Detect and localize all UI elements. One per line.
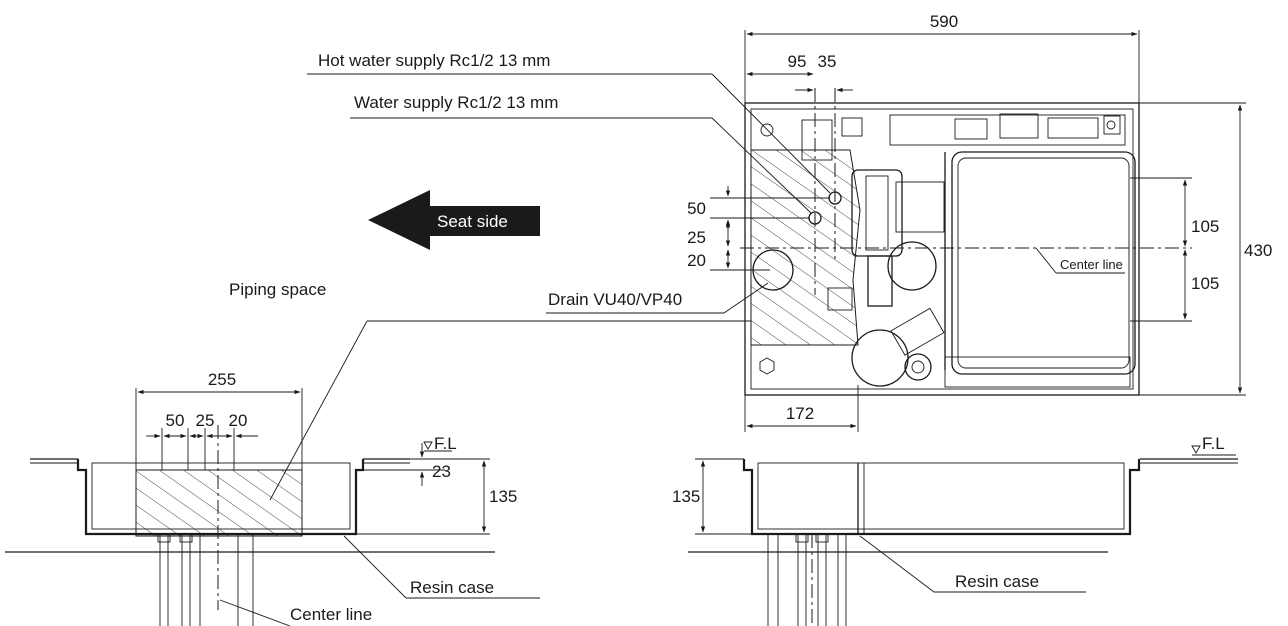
dim-spacing-l1-label: 50 — [166, 411, 185, 430]
top-component-d — [1103, 115, 1121, 135]
resin-case-label-right: Resin case — [955, 572, 1039, 591]
dim-step-label: 23 — [432, 462, 451, 481]
unit-outline — [744, 102, 1140, 396]
bolt-icon — [760, 123, 774, 137]
tank-outline — [951, 151, 1136, 375]
floor-level-label-left: F.L — [434, 434, 457, 453]
top-component-b — [999, 113, 1039, 139]
valve-stem — [867, 255, 893, 307]
dim-drain-offset-label: 172 — [786, 404, 814, 423]
tank-inner — [957, 157, 1130, 369]
dim-offset-b-label: 35 — [818, 52, 837, 71]
dim-spacing-1-label: 50 — [687, 199, 706, 218]
supply-fitting — [801, 119, 833, 161]
dim-half-bottom-label: 105 — [1191, 274, 1219, 293]
piping-space-section — [135, 469, 303, 537]
pump-center-icon — [911, 360, 925, 374]
water-label: Water supply Rc1/2 13 mm — [354, 93, 558, 112]
dim-spacing-2-label: 25 — [687, 228, 706, 247]
dim-depth-label: 430 — [1244, 241, 1272, 260]
dim-offset-a-label: 95 — [788, 52, 807, 71]
pump-icon — [904, 353, 932, 381]
resin-case-outline-right — [742, 459, 1141, 536]
float-icon — [887, 241, 937, 291]
valve-box — [895, 181, 945, 233]
seat-side-label: Seat side — [437, 212, 508, 231]
motor-icon — [851, 329, 909, 387]
drain-fitting — [827, 287, 853, 311]
resin-case-label-left: Resin case — [410, 578, 494, 597]
center-line-label-top: Center line — [1060, 257, 1123, 272]
dim-depth-right-label: 135 — [672, 487, 700, 506]
valve-core — [865, 175, 889, 251]
bolt-hex-icon — [759, 357, 775, 375]
top-component-c — [1047, 117, 1099, 139]
side-view-right: 135 F.L Resin case — [672, 434, 1238, 626]
pipe-fitting — [815, 533, 829, 543]
dim-width-left-label: 255 — [208, 370, 236, 389]
top-component-a — [954, 118, 988, 140]
pipe-fitting — [795, 533, 809, 543]
hot-water-leader-diag — [711, 73, 831, 194]
pipe-fitting — [157, 533, 171, 543]
resin-case-inner-right — [757, 462, 1125, 530]
top-mechanism — [889, 114, 1126, 146]
top-view: 590 95 35 430 105 105 50 25 20 172 — [307, 12, 1272, 432]
resin-case-leader-left — [343, 535, 407, 599]
drain-leader-diag — [723, 282, 769, 314]
floor-level-triangle-icon — [1191, 445, 1201, 454]
drain-label: Drain VU40/VP40 — [548, 290, 682, 309]
motor-bracket — [890, 307, 945, 356]
dim-spacing-3-label: 20 — [687, 251, 706, 270]
piping-area-hatch — [750, 149, 861, 346]
left-arrow-icon — [368, 190, 540, 250]
center-line-leader-left — [219, 599, 291, 626]
dim-spacing-l3-label: 20 — [229, 411, 248, 430]
dim-spacing-l2-label: 25 — [196, 411, 215, 430]
dim-half-top-label: 105 — [1191, 217, 1219, 236]
resin-case-leader-right — [859, 535, 935, 593]
piping-space-label: Piping space — [229, 280, 326, 299]
water-leader-diag — [711, 117, 812, 214]
center-line-leader — [1035, 247, 1057, 274]
hot-water-label: Hot water supply Rc1/2 13 mm — [318, 51, 550, 70]
supply-fitting-b — [841, 117, 863, 137]
center-line-label-left: Center line — [290, 605, 372, 624]
top-bolt-icon — [1106, 120, 1116, 130]
dim-width-label: 590 — [930, 12, 958, 31]
floor-level-triangle-icon — [423, 441, 433, 450]
side-view-left: 255 50 25 20 F.L 23 135 Resin case Cente… — [5, 370, 540, 626]
floor-level-label-right: F.L — [1202, 434, 1225, 453]
bottom-mechanism — [944, 356, 1131, 388]
dim-depth-left-label: 135 — [489, 487, 517, 506]
seat-side-arrow: Seat side — [368, 190, 540, 250]
pipe-fitting — [179, 533, 193, 543]
